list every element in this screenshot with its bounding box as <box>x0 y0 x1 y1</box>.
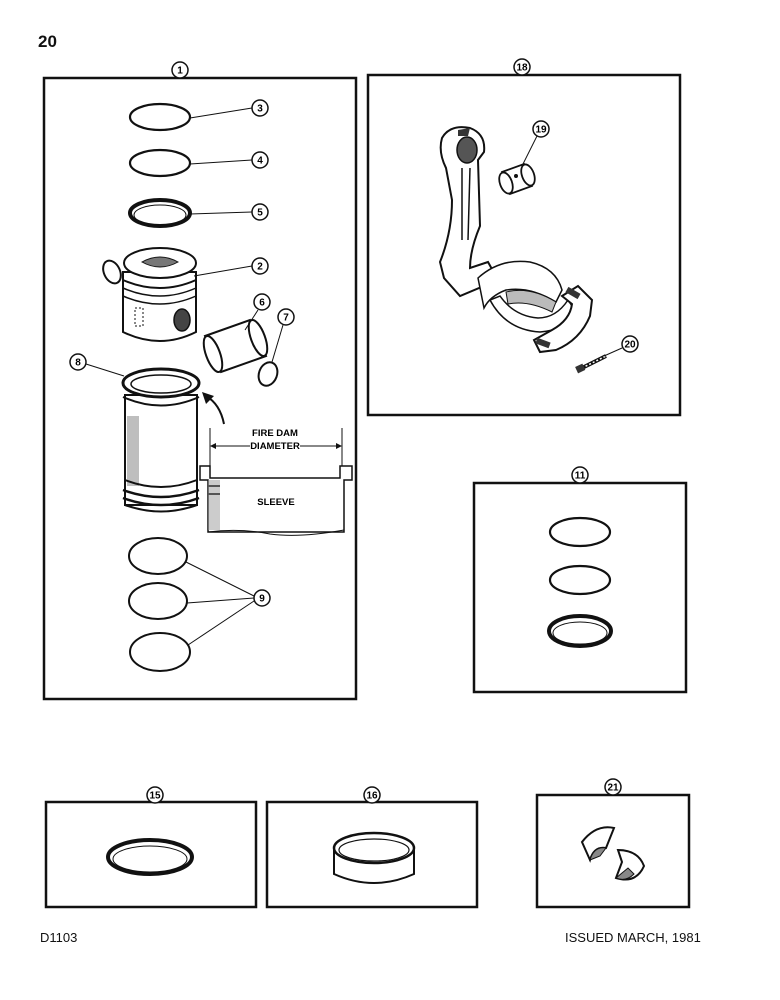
callout-4 <box>251 151 269 169</box>
callout-16-label: 16 <box>366 791 378 802</box>
callout-9-label: 9 <box>259 594 265 605</box>
callout-18-label: 18 <box>516 63 528 74</box>
sleeve-label: SLEEVE <box>257 497 295 508</box>
callout-1 <box>171 61 189 79</box>
connecting-rod <box>438 126 594 354</box>
callout-4-label: 4 <box>257 156 263 167</box>
callout-8 <box>69 353 87 371</box>
snap-ring-7 <box>257 361 279 387</box>
bushing <box>498 162 536 196</box>
callout-15-label: 15 <box>149 791 161 802</box>
ring-set-ring-3 <box>547 614 613 648</box>
piston-ring-4 <box>128 148 192 178</box>
drawing-code: D1103 <box>40 930 78 945</box>
callout-21-label: 21 <box>607 783 619 794</box>
cylinder-sleeve <box>121 367 201 513</box>
callout-11 <box>571 466 589 484</box>
callout-19 <box>532 120 550 138</box>
issued-date: ISSUED MARCH, 1981 <box>565 930 701 945</box>
ring-set-ring-2 <box>548 564 612 596</box>
callout-21 <box>604 778 622 796</box>
arrow-head-icon <box>202 392 214 404</box>
piston-ring-5 <box>128 198 192 228</box>
page-number: 20 <box>38 32 57 51</box>
callout-6-label: 6 <box>259 298 265 309</box>
callout-6 <box>253 293 271 311</box>
callout-19-label: 19 <box>535 125 547 136</box>
piston-ring-3 <box>128 102 192 132</box>
panel-ring-15: 15 <box>44 786 258 909</box>
callout-20 <box>621 335 639 353</box>
callout-2 <box>251 257 269 275</box>
callout-5-label: 5 <box>257 208 263 219</box>
callout-18 <box>513 58 531 76</box>
seal-ring-9c <box>129 632 191 672</box>
seal-ring-9b <box>128 582 188 620</box>
snap-ring-left <box>102 259 122 285</box>
panel-band-16: 16 <box>265 786 479 909</box>
fire-dam-label-line2: DIAMETER <box>250 441 300 452</box>
panel-bearing-21: 21 <box>535 778 691 909</box>
callout-11-label: 11 <box>575 471 586 482</box>
callout-15 <box>146 786 164 804</box>
callout-1-label: 1 <box>177 66 183 77</box>
callout-7 <box>277 308 295 326</box>
callout-8-label: 8 <box>75 358 81 369</box>
ring-set-ring-1 <box>548 516 612 548</box>
bearing-shells <box>580 826 646 881</box>
piston-pin <box>202 318 269 374</box>
panel-piston-sleeve-kit: 1 3 4 5 <box>42 61 358 701</box>
callout-5 <box>251 203 269 221</box>
seal-ring-9a <box>128 537 188 575</box>
callout-20-label: 20 <box>624 340 636 351</box>
panel-piston-ring-set: 11 <box>472 466 688 694</box>
callout-16 <box>363 786 381 804</box>
rod-bolt <box>575 354 607 374</box>
fire-dam-dimension <box>209 428 343 470</box>
callout-3-label: 3 <box>257 104 263 115</box>
fire-dam-label-line1: FIRE DAM <box>252 428 298 439</box>
callout-9 <box>253 589 271 607</box>
panel-connecting-rod: 18 19 <box>366 58 682 417</box>
piston <box>122 247 197 342</box>
callout-3 <box>251 99 269 117</box>
band-16 <box>332 831 416 884</box>
callout-7-label: 7 <box>283 313 289 324</box>
callout-2-label: 2 <box>257 262 263 273</box>
sleeve-cross-section <box>199 465 353 536</box>
ring-15 <box>106 838 194 876</box>
